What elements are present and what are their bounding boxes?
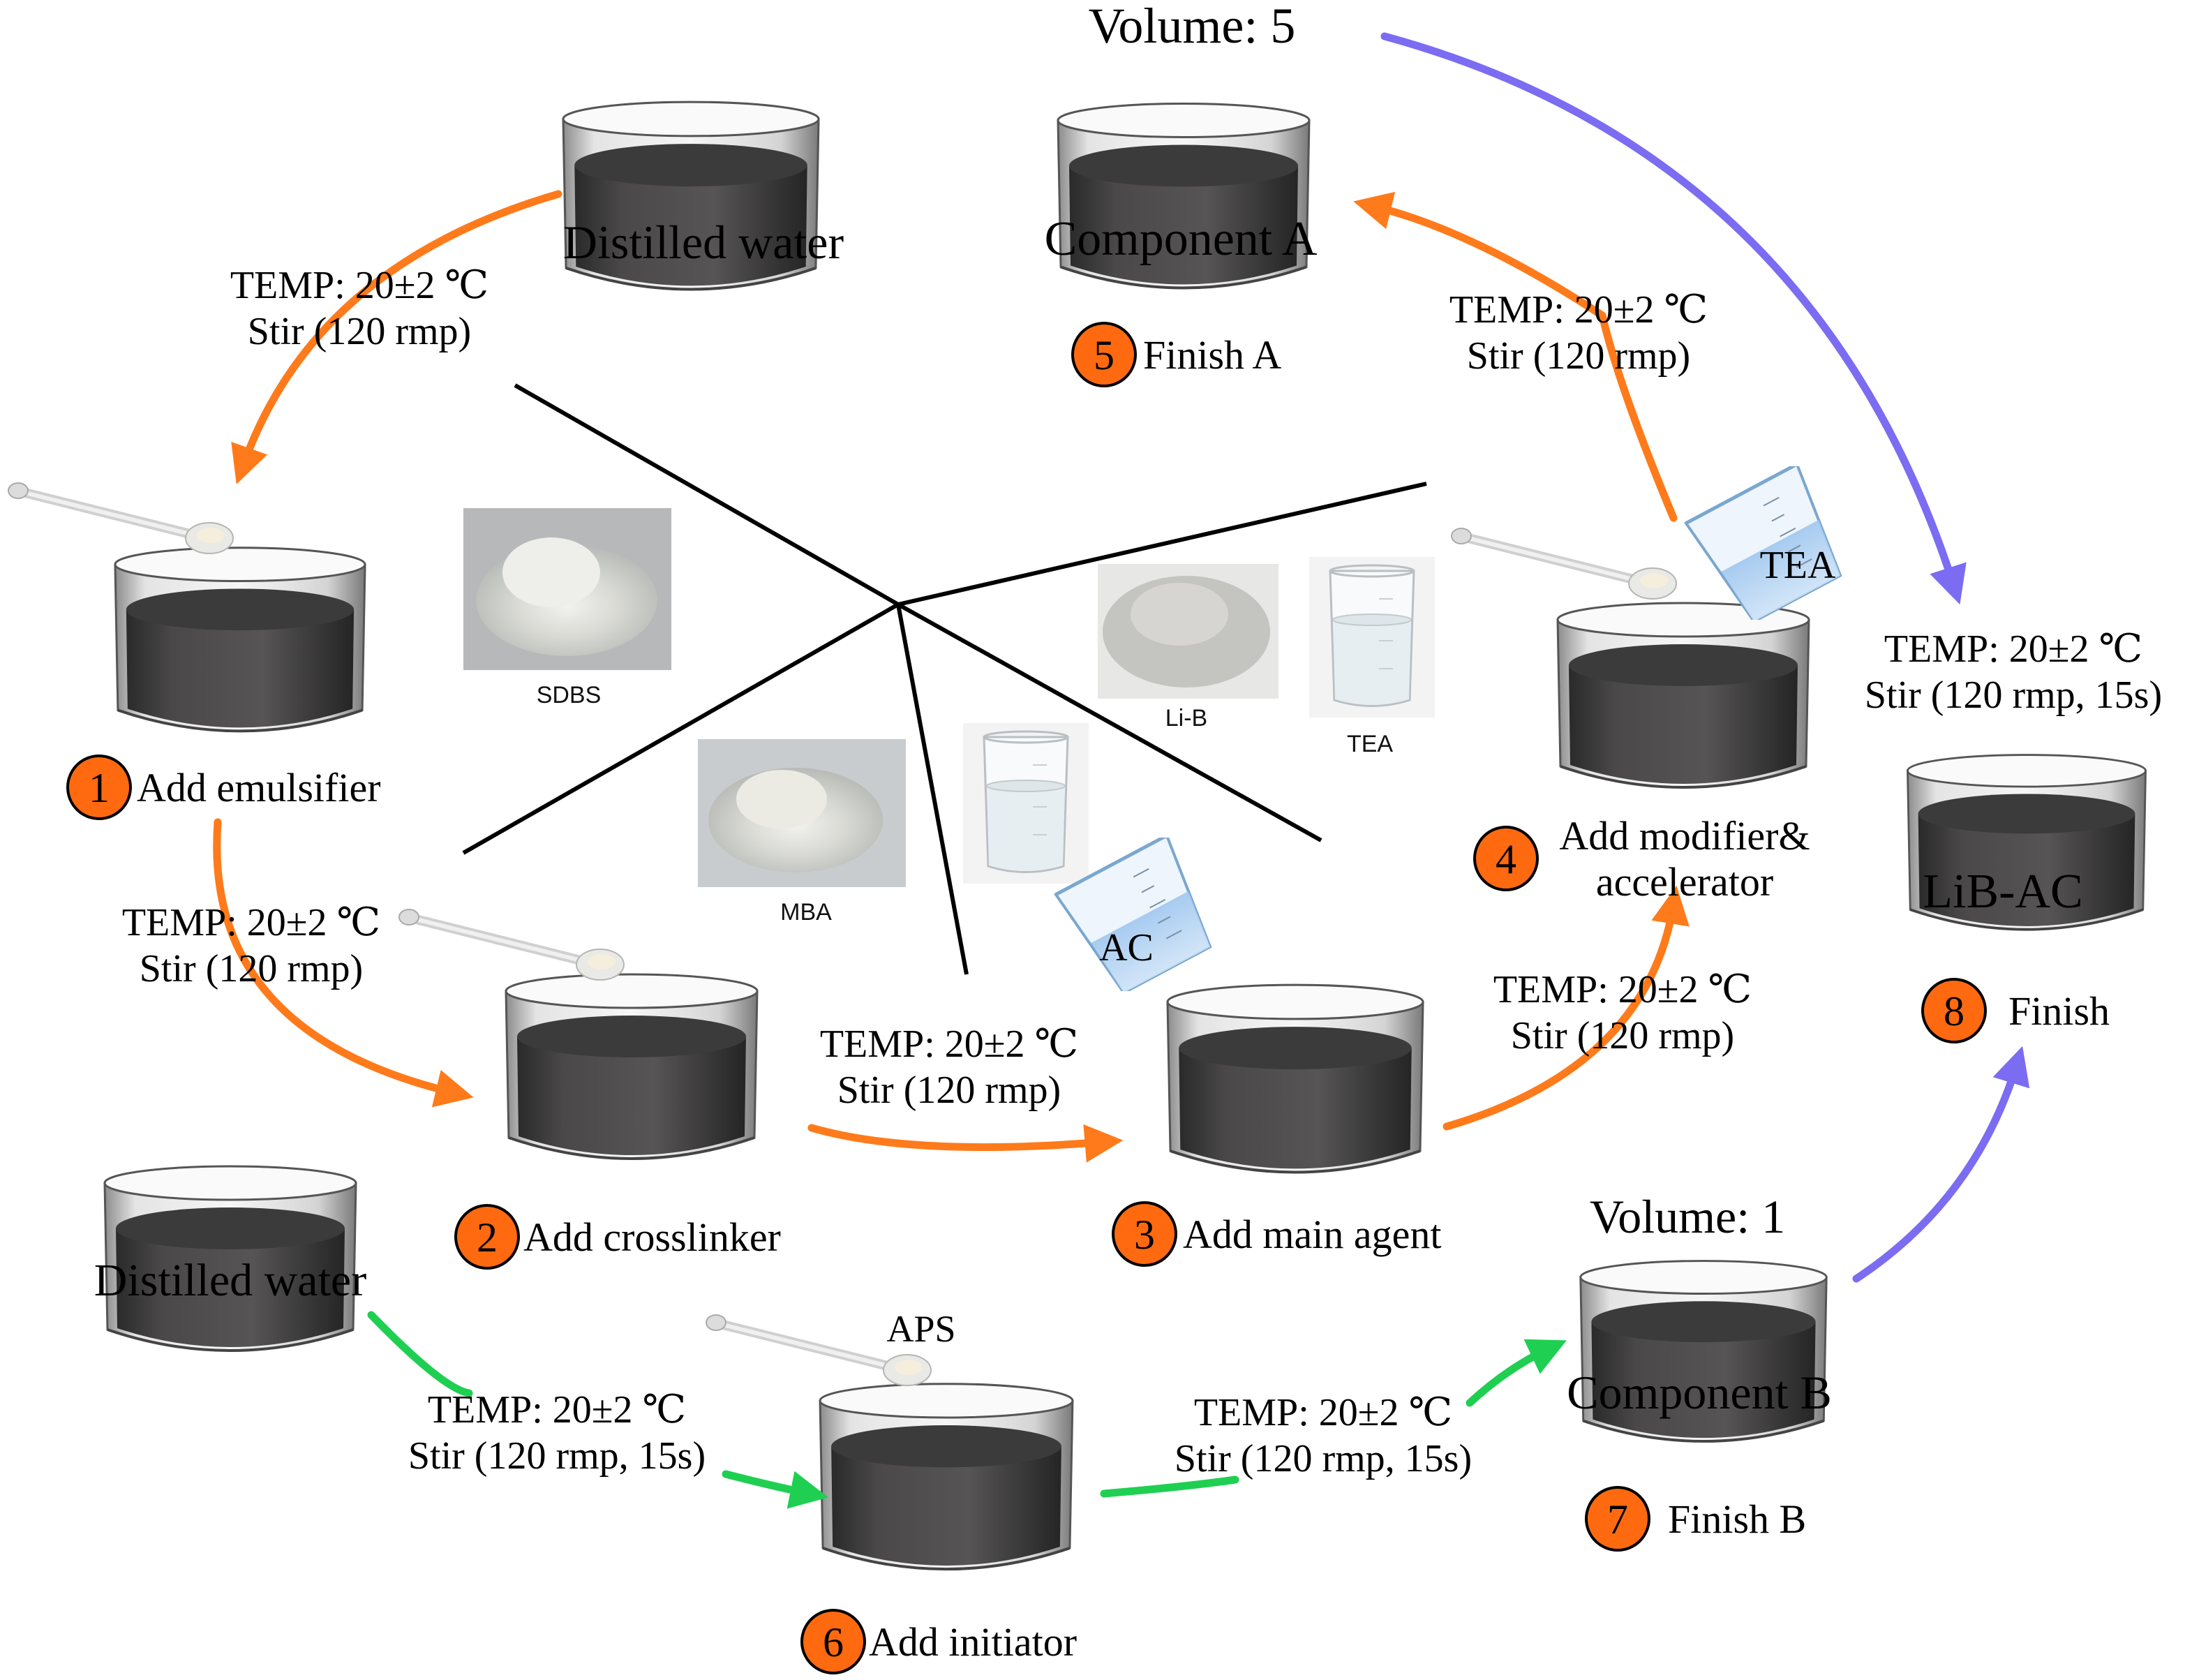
svg-text:TEMP: 20±2 ℃: TEMP: 20±2 ℃ <box>1493 968 1752 1011</box>
svg-text:1: 1 <box>89 765 110 811</box>
step-1: 1 Add emulsifier <box>66 754 381 820</box>
beaker-icon <box>1556 602 1810 789</box>
volume-b-label: Volume: 1 <box>1590 1190 1785 1243</box>
cond-3-to-4: TEMP: 20±2 ℃ Stir (120 rmp) <box>1493 968 1752 1057</box>
beaker-step1 <box>113 546 367 733</box>
step-badge <box>1921 978 1987 1043</box>
svg-text:Stir (120 rmp): Stir (120 rmp) <box>837 1069 1061 1112</box>
product-label: LiB-AC <box>1923 865 2082 919</box>
beaker-step3 <box>1168 985 1423 1172</box>
orange-arrows <box>213 190 1690 1163</box>
liquid-beaker-photo <box>963 723 1089 884</box>
svg-text:TEMP: 20±2 ℃: TEMP: 20±2 ℃ <box>1884 627 2142 671</box>
component-a-label: Component A <box>1045 212 1318 266</box>
beaker-icon <box>820 1384 1073 1569</box>
step-4: 4 Add modifier& accelerator <box>1473 813 1810 905</box>
component-b-label: Component B <box>1567 1366 1832 1419</box>
step-label: Finish A <box>1143 332 1281 378</box>
svg-text:TEMP: 20±2 ℃: TEMP: 20±2 ℃ <box>1194 1391 1452 1434</box>
beaker-icon <box>505 973 759 1160</box>
blue-arrows <box>1380 32 2030 1283</box>
step-badge <box>1112 1201 1177 1267</box>
mba-label: MBA <box>780 899 832 926</box>
step-2: 2 Add crosslinker <box>454 1204 781 1270</box>
step-badge <box>454 1204 520 1270</box>
cup-ac-label: AC <box>1099 926 1154 969</box>
step-badge <box>1585 1486 1650 1552</box>
tea-photo: TEA <box>1309 557 1435 757</box>
svg-text:TEMP: 20±2 ℃: TEMP: 20±2 ℃ <box>1449 288 1708 332</box>
svg-text:3: 3 <box>1134 1212 1155 1258</box>
step-7: 7 Finish B <box>1585 1486 1806 1552</box>
svg-text:TEMP: 20±2 ℃: TEMP: 20±2 ℃ <box>820 1023 1078 1066</box>
svg-text:Stir (120 rmp): Stir (120 rmp) <box>1467 334 1690 378</box>
svg-text:Stir (120 rmp): Stir (120 rmp) <box>248 310 471 353</box>
step-label: Add emulsifier <box>137 765 381 810</box>
step-label: Add crosslinker <box>523 1214 781 1260</box>
svg-text:Stir (120 rmp, 15s): Stir (120 rmp, 15s) <box>1865 674 2162 717</box>
svg-text:7: 7 <box>1607 1496 1628 1543</box>
spatula-icon <box>8 483 233 553</box>
spatula-icon <box>399 909 624 980</box>
spatula-icon <box>1452 528 1676 599</box>
svg-text:TEMP: 20±2 ℃: TEMP: 20±2 ℃ <box>122 901 380 944</box>
beaker-step2 <box>505 973 759 1160</box>
aps-label: APS <box>886 1308 955 1350</box>
beaker-icon <box>1168 985 1423 1172</box>
beaker-icon <box>113 546 367 733</box>
svg-text:4: 4 <box>1496 836 1516 882</box>
step-badge <box>800 1609 866 1674</box>
svg-text:Stir (120 rmp): Stir (120 rmp) <box>140 947 363 990</box>
step-label: accelerator <box>1596 859 1773 905</box>
step-3: 3 Add main agent <box>1112 1201 1441 1267</box>
svg-text:Stir (120 rmp, 15s): Stir (120 rmp, 15s) <box>1175 1437 1472 1480</box>
cup-tea-label: TEA <box>1760 544 1836 587</box>
cond-water-to-1: TEMP: 20±2 ℃ Stir (120 rmp) <box>230 264 489 353</box>
step-label: Add modifier& <box>1559 813 1810 858</box>
beaker-step4 <box>1556 602 1810 789</box>
step-badge <box>1473 826 1539 891</box>
water-label-bottom: Distilled water <box>94 1255 366 1306</box>
svg-text:Stir (120 rmp): Stir (120 rmp) <box>1511 1014 1734 1057</box>
measuring-cup-icon <box>1684 454 1863 627</box>
step-label: Finish <box>2008 988 2110 1034</box>
svg-text:6: 6 <box>823 1619 844 1665</box>
svg-text:TEMP: 20±2 ℃: TEMP: 20±2 ℃ <box>428 1388 686 1432</box>
mba-photo: MBA <box>698 739 906 926</box>
svg-text:Stir (120 rmp, 15s): Stir (120 rmp, 15s) <box>408 1434 706 1478</box>
volume-a-label: Volume: 5 <box>1089 0 1296 54</box>
svg-text:8: 8 <box>1944 988 1964 1034</box>
cond-2-to-3: TEMP: 20±2 ℃ Stir (120 rmp) <box>820 1023 1078 1112</box>
sdbs-photo: SDBS <box>463 508 671 708</box>
step-5: 5 Finish A <box>1071 322 1281 387</box>
svg-text:2: 2 <box>477 1214 498 1261</box>
svg-text:5: 5 <box>1094 332 1114 378</box>
cond-1-to-2: TEMP: 20±2 ℃ Stir (120 rmp) <box>122 901 380 990</box>
lib-label: Li-B <box>1165 705 1207 731</box>
divider-lines <box>462 383 1427 975</box>
cond-4-to-5: TEMP: 20±2 ℃ Stir (120 rmp) <box>1449 288 1708 378</box>
cond-to-product: TEMP: 20±2 ℃ Stir (120 rmp, 15s) <box>1865 627 2162 717</box>
sdbs-label: SDBS <box>537 682 602 708</box>
cond-6-to-7: TEMP: 20±2 ℃ Stir (120 rmp, 15s) <box>1175 1391 1472 1480</box>
cond-water-to-6: TEMP: 20±2 ℃ Stir (120 rmp, 15s) <box>408 1388 706 1478</box>
step-6: 6 Add initiator <box>800 1609 1077 1674</box>
svg-text:TEMP: 20±2 ℃: TEMP: 20±2 ℃ <box>230 264 489 307</box>
step-label: Add main agent <box>1183 1212 1441 1257</box>
step-badge <box>1071 322 1137 387</box>
step-label: Finish B <box>1668 1496 1806 1542</box>
tea-label: TEA <box>1347 731 1393 757</box>
water-label-top: Distilled water <box>563 216 844 269</box>
beaker-step6 <box>820 1384 1073 1569</box>
step-badge <box>66 754 132 820</box>
green-arrows <box>367 1311 1567 1509</box>
step-label: Add initiator <box>869 1619 1077 1665</box>
lib-photo: Li-B <box>1098 564 1278 731</box>
step-8: 8 Finish <box>1921 978 2110 1043</box>
